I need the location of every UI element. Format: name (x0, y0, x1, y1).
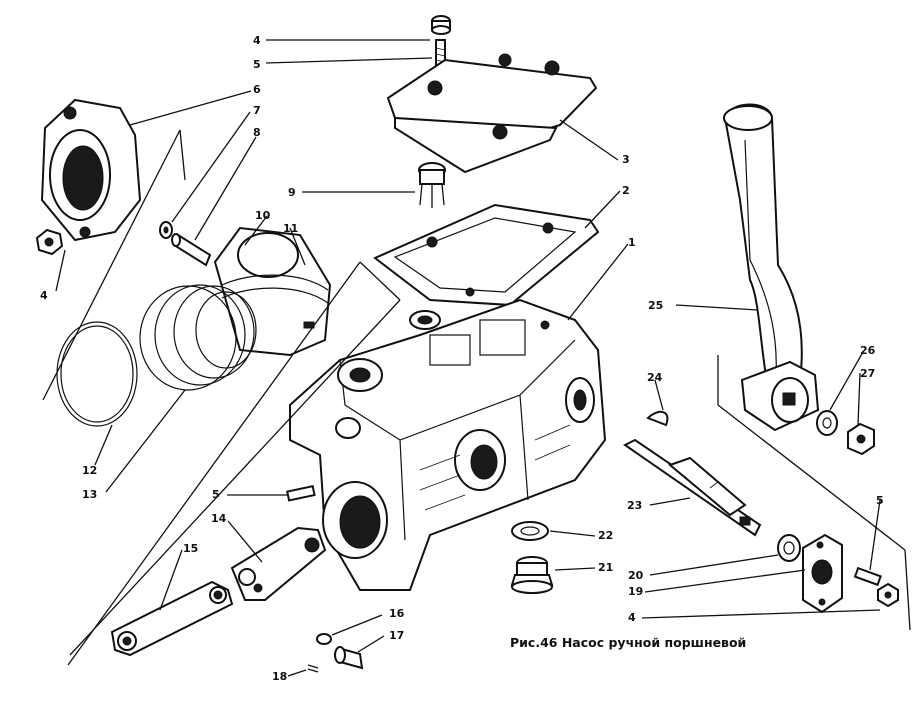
callout-17: 17 (389, 629, 404, 642)
part-1-pump-body (289, 298, 607, 591)
part-21-plug (510, 556, 554, 594)
callout-16: 16 (389, 607, 405, 620)
callout-5-left: 5 (212, 488, 220, 501)
callout-23: 23 (627, 499, 642, 512)
callout-13: 13 (82, 488, 97, 501)
callout-24: 24 (647, 371, 663, 384)
part-5-right-stud (853, 566, 882, 587)
callout-14: 14 (211, 512, 227, 525)
part-sealing-ring (409, 310, 441, 330)
callout-8: 8 (253, 126, 261, 139)
callout-20: 20 (628, 569, 644, 582)
callout-12: 12 (82, 464, 97, 477)
callout-9: 9 (288, 186, 296, 199)
part-4-right-nut (877, 582, 899, 608)
part-6-flange (40, 98, 142, 242)
part-20-washer (777, 534, 801, 562)
callout-10: 10 (255, 209, 271, 222)
part-19-flange-plate (802, 533, 843, 614)
part-17-pin (334, 646, 364, 670)
part-7-washer (159, 221, 173, 239)
part-9-valve (418, 162, 446, 208)
leader-lines (55, 39, 881, 677)
part-18-cotter-pin (307, 664, 319, 673)
callout-15: 15 (183, 542, 198, 555)
callout-19: 19 (628, 585, 643, 598)
part-13-piston-rings (139, 284, 257, 391)
callout-21: 21 (598, 561, 613, 574)
part-16-washer (316, 633, 332, 645)
callout-11: 11 (283, 222, 298, 235)
part-5-left-stud (286, 485, 316, 502)
callout-4-left: 4 (40, 289, 48, 302)
callout-1: 1 (628, 236, 636, 249)
part-12-o-ring (56, 321, 138, 427)
part-25-handle (723, 103, 820, 432)
part-8-pin (171, 233, 212, 267)
callout-5-right: 5 (876, 494, 884, 507)
part-2-gasket (373, 203, 600, 307)
callout-6: 6 (253, 83, 261, 96)
part-27-nut (847, 422, 875, 456)
figure-caption: Рис.46 Насос ручной поршневой (510, 635, 746, 650)
part-23-shaft (623, 438, 762, 537)
callout-4-bottom: 4 (628, 611, 636, 624)
part-26-washer (816, 410, 838, 436)
callout-25: 25 (648, 299, 663, 312)
callout-7: 7 (253, 104, 261, 117)
part-22-gasket-ring (511, 521, 549, 541)
callout-5: 5 (253, 58, 261, 71)
assembly-lines (42, 129, 911, 666)
callout-18: 18 (272, 670, 287, 683)
part-3-cover (386, 53, 598, 174)
callout-labels: 4 5 6 7 8 9 10 11 3 2 1 4 12 13 25 26 27… (40, 34, 884, 683)
callout-2: 2 (622, 184, 630, 197)
part-4-top-nut (431, 15, 451, 35)
callout-4: 4 (253, 34, 261, 47)
part-14-lever-link (230, 526, 327, 601)
callout-22: 22 (598, 529, 613, 542)
part-15-connecting-rod (110, 580, 234, 657)
callout-27: 27 (860, 367, 875, 380)
part-4-left-nut (35, 228, 64, 256)
callout-26: 26 (860, 344, 876, 357)
part-24-key (646, 410, 669, 427)
callout-3: 3 (622, 153, 630, 166)
